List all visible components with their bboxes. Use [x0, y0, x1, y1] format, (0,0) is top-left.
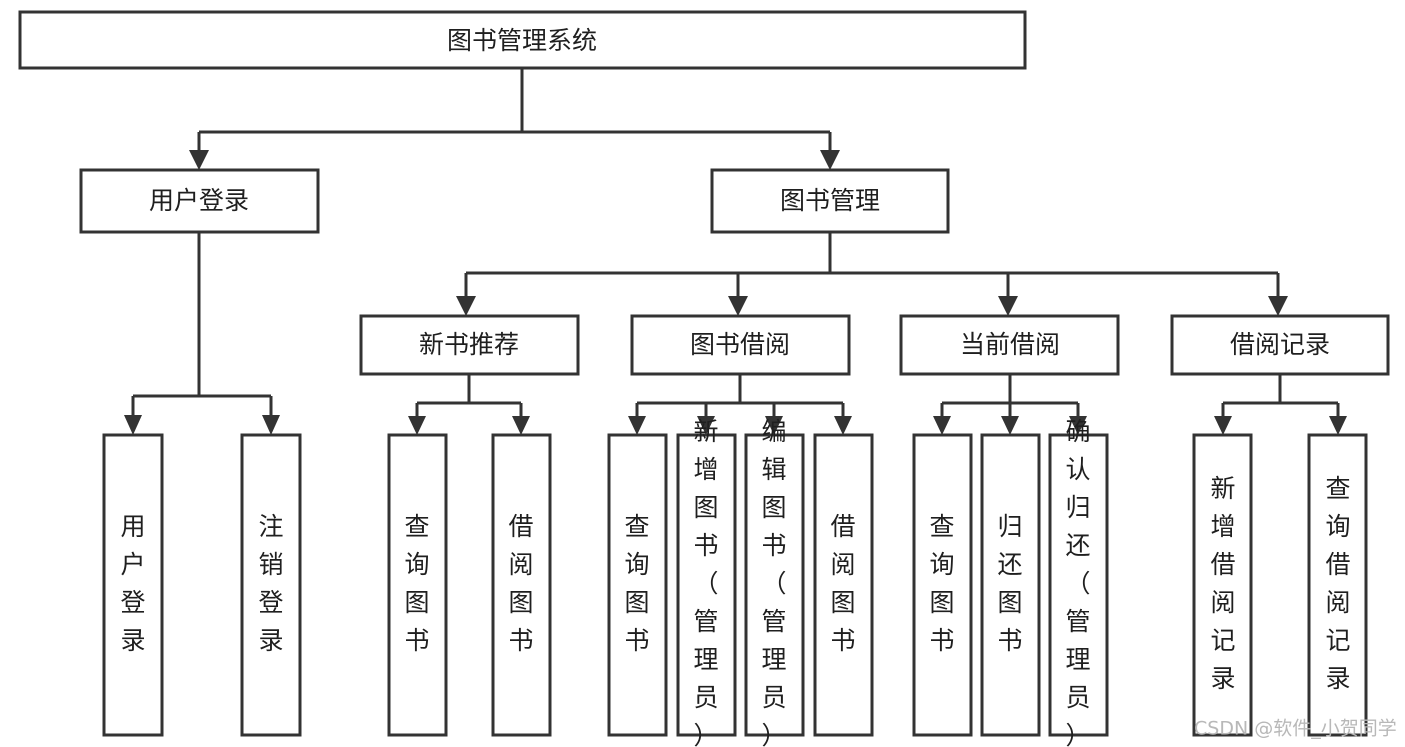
- arrow-head-icon: [512, 416, 530, 435]
- node-label-book-borrow: 图书借阅: [690, 330, 790, 359]
- node-box-leaf-borrow-book-2[interactable]: [813, 433, 874, 737]
- node-label-leaf-borrow-book-1: 借阅图书: [508, 512, 533, 655]
- node-label-leaf-add-borrow-record: 新增借阅记录: [1210, 474, 1235, 693]
- arrow-head-icon: [765, 416, 783, 435]
- node-leaf-query-book-2[interactable]: 查询图书: [607, 433, 668, 737]
- node-leaf-logout[interactable]: 注销登录: [240, 433, 302, 737]
- node-user-login[interactable]: 用户登录: [79, 168, 320, 234]
- arrow-head-icon: [189, 150, 209, 170]
- csdn-watermark: CSDN @软件_小贺同学: [1194, 718, 1397, 740]
- node-label-leaf-logout: 注销登录: [258, 512, 283, 655]
- node-box-leaf-query-borrow-record[interactable]: [1307, 433, 1368, 737]
- node-label-leaf-user-login: 用户登录: [120, 512, 145, 655]
- node-box-leaf-query-book-1[interactable]: [387, 433, 448, 737]
- node-leaf-edit-book-admin[interactable]: 编辑图书（管理员）: [744, 417, 805, 747]
- node-leaf-user-login[interactable]: 用户登录: [102, 433, 164, 737]
- arrow-head-icon: [728, 296, 748, 316]
- node-leaf-confirm-return-admin[interactable]: 确认归还（管理员）: [1048, 417, 1109, 747]
- node-box-leaf-add-book-admin[interactable]: [676, 433, 737, 737]
- node-current-borrow[interactable]: 当前借阅: [899, 314, 1120, 376]
- node-box-leaf-return-book[interactable]: [980, 433, 1041, 737]
- node-box-leaf-add-borrow-record[interactable]: [1192, 433, 1253, 737]
- node-leaf-query-borrow-record[interactable]: 查询借阅记录: [1307, 433, 1368, 737]
- node-new-book-recommend[interactable]: 新书推荐: [359, 314, 580, 376]
- arrow-head-icon: [456, 296, 476, 316]
- node-root[interactable]: 图书管理系统: [18, 10, 1027, 70]
- node-box-user-login[interactable]: [79, 168, 320, 234]
- node-leaf-borrow-book-2[interactable]: 借阅图书: [813, 433, 874, 737]
- node-box-leaf-query-book-2[interactable]: [607, 433, 668, 737]
- node-leaf-query-book-3[interactable]: 查询图书: [912, 433, 973, 737]
- node-box-book-borrow[interactable]: [630, 314, 851, 376]
- node-label-leaf-query-borrow-record: 查询借阅记录: [1325, 474, 1350, 693]
- node-box-leaf-user-login[interactable]: [102, 433, 164, 737]
- arrow-head-icon: [933, 416, 951, 435]
- arrow-head-icon: [1001, 416, 1019, 435]
- node-label-new-book-recommend: 新书推荐: [419, 330, 519, 359]
- node-label-leaf-add-book-admin: 新增图书（管理员）: [693, 417, 718, 747]
- node-box-leaf-query-book-3[interactable]: [912, 433, 973, 737]
- arrow-head-icon: [124, 415, 142, 435]
- node-box-leaf-confirm-return-admin[interactable]: [1048, 433, 1109, 737]
- arrow-head-icon: [628, 416, 646, 435]
- node-label-leaf-confirm-return-admin: 确认归还（管理员）: [1065, 417, 1090, 747]
- node-box-current-borrow[interactable]: [899, 314, 1120, 376]
- arrow-head-icon: [834, 416, 852, 435]
- arrow-head-icon: [1268, 296, 1288, 316]
- arrow-head-icon: [1214, 416, 1232, 435]
- node-leaf-add-borrow-record[interactable]: 新增借阅记录: [1192, 433, 1253, 737]
- node-label-leaf-borrow-book-2: 借阅图书: [830, 512, 855, 655]
- arrow-head-icon: [820, 150, 840, 170]
- node-label-current-borrow: 当前借阅: [960, 330, 1060, 359]
- node-book-borrow[interactable]: 图书借阅: [630, 314, 851, 376]
- node-label-leaf-query-book-3: 查询图书: [929, 512, 954, 655]
- node-box-root[interactable]: [18, 10, 1027, 70]
- node-label-user-login: 用户登录: [149, 186, 249, 215]
- node-book-management[interactable]: 图书管理: [710, 168, 950, 234]
- node-label-leaf-return-book: 归还图书: [997, 512, 1022, 655]
- node-label-leaf-query-book-1: 查询图书: [404, 512, 429, 655]
- node-box-book-management[interactable]: [710, 168, 950, 234]
- node-leaf-borrow-book-1[interactable]: 借阅图书: [491, 433, 552, 737]
- node-borrow-records[interactable]: 借阅记录: [1170, 314, 1390, 376]
- node-label-borrow-records: 借阅记录: [1230, 330, 1330, 359]
- node-box-new-book-recommend[interactable]: [359, 314, 580, 376]
- node-box-leaf-edit-book-admin[interactable]: [744, 433, 805, 737]
- node-label-leaf-edit-book-admin: 编辑图书（管理员）: [761, 417, 786, 747]
- connector-layer: [124, 68, 1347, 435]
- node-leaf-return-book[interactable]: 归还图书: [980, 433, 1041, 737]
- arrow-head-icon: [1069, 416, 1087, 435]
- node-box-leaf-logout[interactable]: [240, 433, 302, 737]
- arrow-head-icon: [697, 416, 715, 435]
- node-leaf-query-book-1[interactable]: 查询图书: [387, 433, 448, 737]
- arrow-head-icon: [1329, 416, 1347, 435]
- node-label-book-management: 图书管理: [780, 186, 880, 215]
- arrow-head-icon: [998, 296, 1018, 316]
- node-box-borrow-records[interactable]: [1170, 314, 1390, 376]
- arrow-head-icon: [262, 415, 280, 435]
- node-box-leaf-borrow-book-1[interactable]: [491, 433, 552, 737]
- arrow-head-icon: [408, 416, 426, 435]
- node-label-root: 图书管理系统: [447, 26, 597, 55]
- node-label-leaf-query-book-2: 查询图书: [624, 512, 649, 655]
- node-leaf-add-book-admin[interactable]: 新增图书（管理员）: [676, 417, 737, 747]
